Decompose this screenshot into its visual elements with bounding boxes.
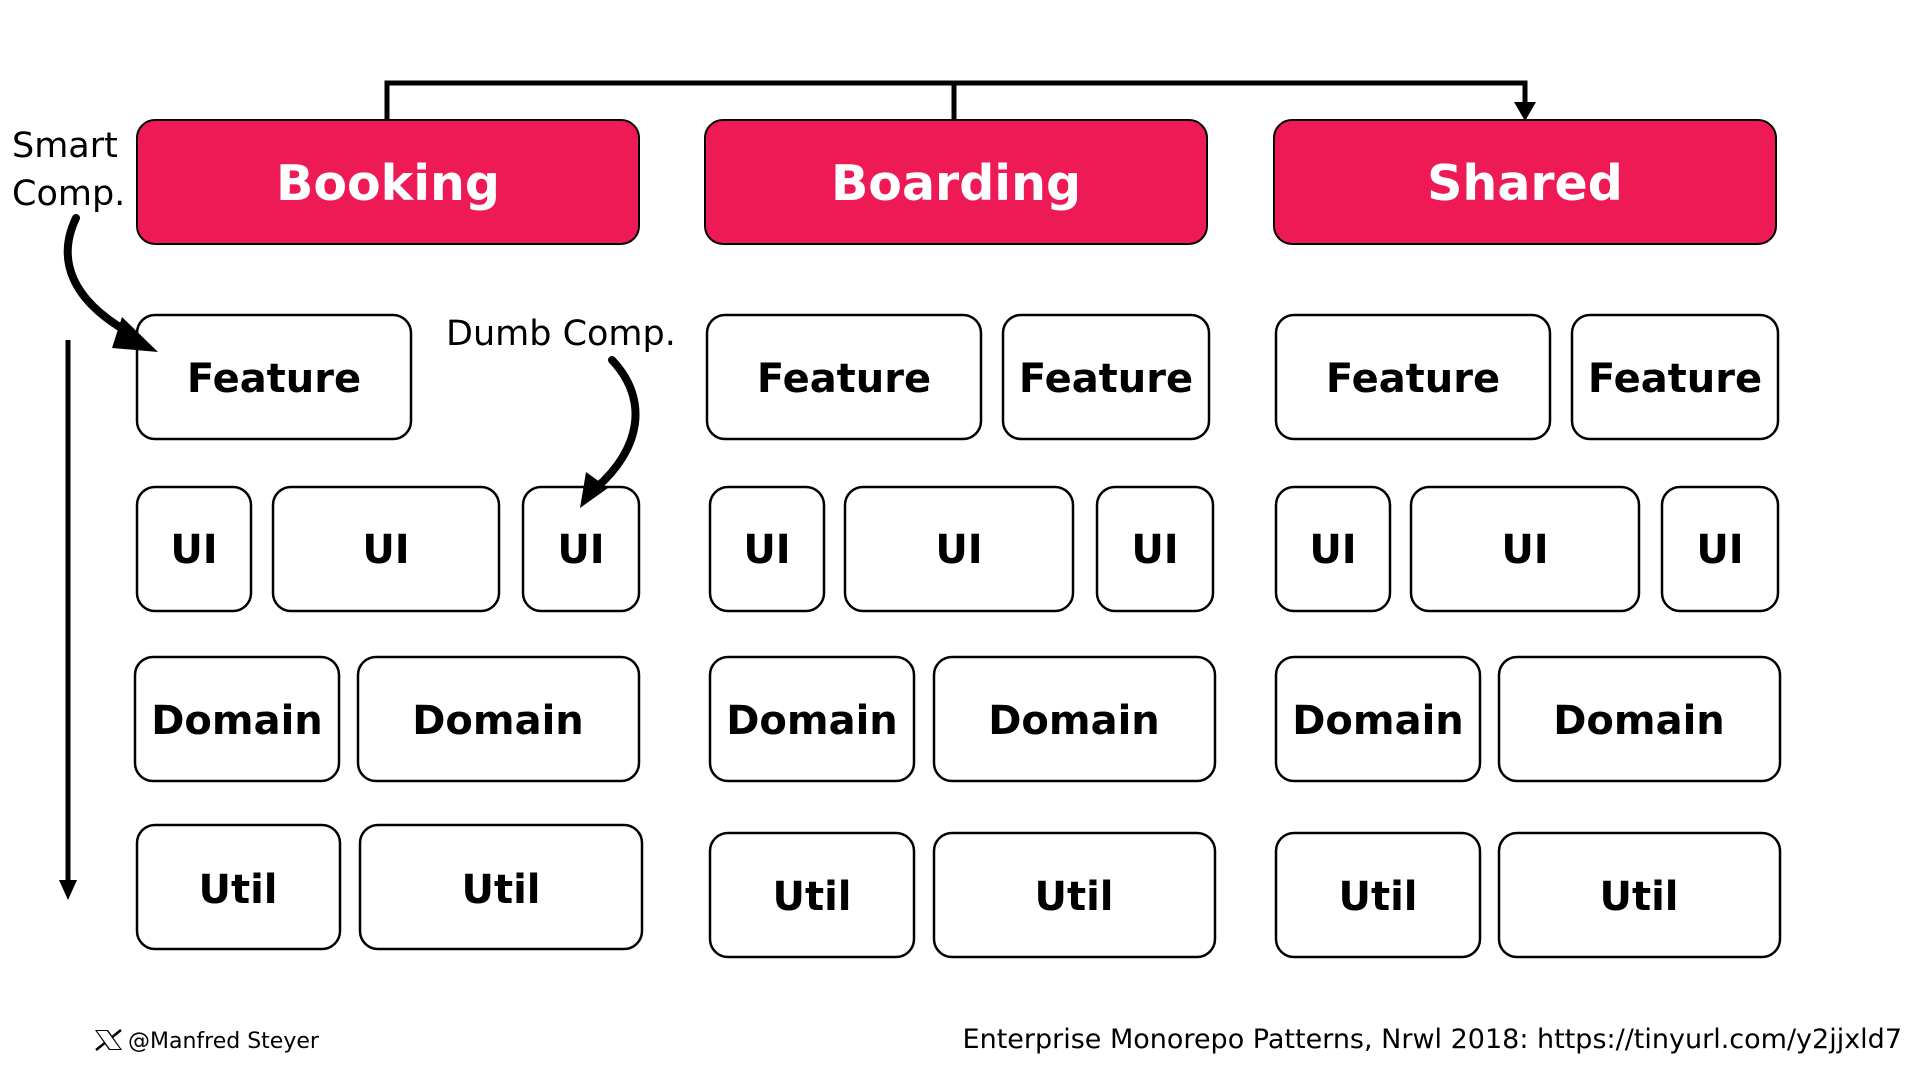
library-label: Util <box>461 867 540 913</box>
library-label: Feature <box>187 356 361 402</box>
dependency-connector <box>384 80 1536 121</box>
domain-boarding: Boarding <box>704 119 1208 245</box>
dumb-component-annotation: Dumb Comp. <box>446 314 676 508</box>
library-util: Util <box>932 831 1217 959</box>
library-ui: UI <box>271 485 501 613</box>
library-label: Domain <box>726 698 898 744</box>
library-ui: UI <box>708 485 826 613</box>
library-feature: Feature <box>1274 313 1552 441</box>
smart-arrow-head-icon <box>112 317 158 352</box>
library-label: Feature <box>1588 356 1762 402</box>
library-label: UI <box>557 527 604 573</box>
library-ui: UI <box>1409 485 1641 613</box>
library-domain: Domain <box>356 655 641 783</box>
library-label: Feature <box>757 356 931 402</box>
library-feature: Feature <box>705 313 983 441</box>
dependency-direction-arrow <box>59 340 77 900</box>
library-label: Util <box>1599 874 1678 920</box>
library-label: UI <box>362 527 409 573</box>
library-domain: Domain <box>1497 655 1782 783</box>
domain-shared: Shared <box>1273 119 1777 245</box>
library-label: Domain <box>412 698 584 744</box>
library-label: UI <box>1501 527 1548 573</box>
dumb-arrow-head-icon <box>580 472 608 508</box>
library-util: Util <box>1274 831 1482 959</box>
library-label: UI <box>1309 527 1356 573</box>
footer-handle: @Manfred Steyer <box>95 1029 320 1054</box>
library-domain: Domain <box>708 655 916 783</box>
library-util: Util <box>1497 831 1782 959</box>
library-ui: UI <box>521 485 641 613</box>
library-label: Feature <box>1019 356 1193 402</box>
library-domain: Domain <box>1274 655 1482 783</box>
smart-label-line1: Smart <box>12 126 118 166</box>
x-logo-icon <box>95 1029 122 1051</box>
source-citation: Enterprise Monorepo Patterns, Nrwl 2018:… <box>963 1024 1902 1055</box>
library-util: Util <box>135 823 342 951</box>
dumb-label: Dumb Comp. <box>446 314 676 354</box>
library-ui: UI <box>135 485 253 613</box>
library-label: UI <box>1696 527 1743 573</box>
smart-component-annotation: Smart Comp. <box>12 126 158 352</box>
library-label: UI <box>935 527 982 573</box>
library-ui: UI <box>1660 485 1780 613</box>
smart-label-line2: Comp. <box>12 174 125 214</box>
library-label: UI <box>743 527 790 573</box>
library-label: UI <box>170 527 217 573</box>
library-feature: Feature <box>1001 313 1211 441</box>
domain-title: Boarding <box>831 155 1081 212</box>
library-label: Domain <box>1292 698 1464 744</box>
library-ui: UI <box>1095 485 1215 613</box>
library-label: UI <box>1131 527 1178 573</box>
library-label: Util <box>772 874 851 920</box>
library-ui: UI <box>843 485 1075 613</box>
library-label: Util <box>198 867 277 913</box>
library-label: Feature <box>1326 356 1500 402</box>
library-feature: Feature <box>135 313 413 441</box>
library-label: Domain <box>151 698 323 744</box>
author-handle: @Manfred Steyer <box>128 1029 320 1054</box>
library-label: Domain <box>988 698 1160 744</box>
library-label: Domain <box>1553 698 1725 744</box>
library-label: Util <box>1338 874 1417 920</box>
library-ui: UI <box>1274 485 1392 613</box>
library-domain: Domain <box>932 655 1217 783</box>
library-label: Util <box>1034 874 1113 920</box>
domain-title: Shared <box>1427 155 1623 212</box>
library-util: Util <box>358 823 644 951</box>
library-util: Util <box>708 831 916 959</box>
library-feature: Feature <box>1570 313 1780 441</box>
library-domain: Domain <box>133 655 341 783</box>
domain-title: Booking <box>276 155 500 212</box>
domain-booking: Booking <box>136 119 640 245</box>
